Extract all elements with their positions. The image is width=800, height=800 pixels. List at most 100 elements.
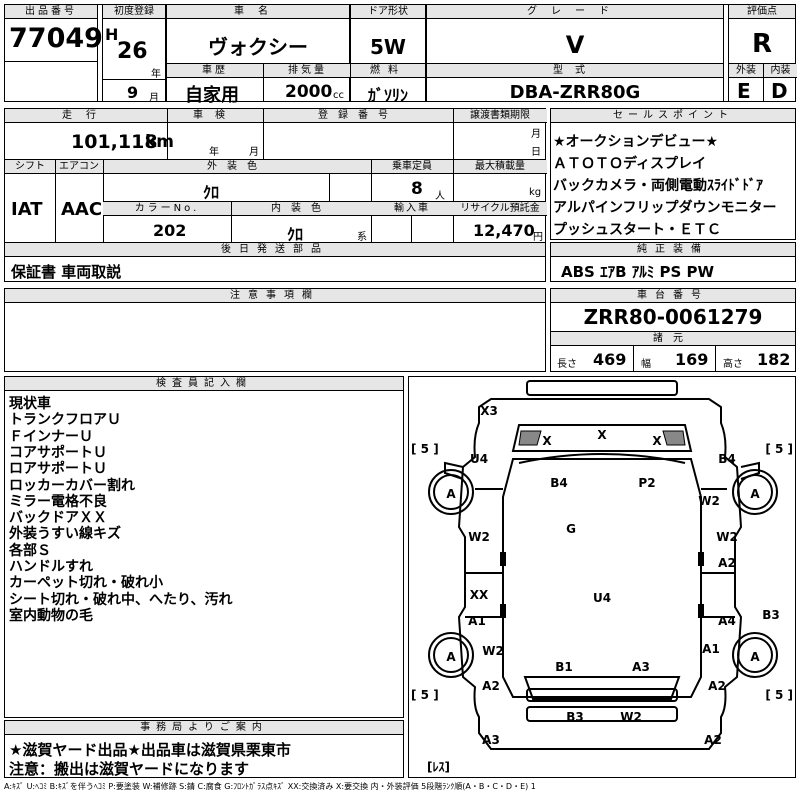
first-reg-month: 9: [127, 83, 139, 102]
equipment-box: 純正装備 ABS ｴｱB ｱﾙﾐ PS PW: [550, 242, 796, 282]
damage-label: W2: [698, 494, 720, 508]
interior-label: 内装: [763, 64, 797, 78]
transfer-day: 日: [531, 147, 541, 158]
damage-label: A: [446, 487, 456, 501]
displacement: 2000: [285, 82, 333, 102]
lot-no-label: 出品番号: [5, 5, 97, 19]
ext-color-label: 外装色: [103, 160, 371, 174]
damage-label: A2: [482, 679, 500, 693]
damage-label: W2: [716, 530, 738, 544]
int-color: ｸﾛ: [287, 225, 304, 244]
damage-label: A3: [482, 733, 500, 747]
inspector-item: 現状車: [9, 396, 51, 412]
capacity: 8: [411, 179, 423, 199]
inspector-item: 各部Ｓ: [9, 542, 51, 559]
damage-label: XX: [470, 588, 489, 602]
damage-label: X3: [480, 404, 498, 418]
transfer-month: 月: [531, 129, 541, 140]
history-label: 車歴: [167, 64, 263, 78]
exterior-label: 外装: [729, 64, 763, 78]
legend: A:ｷｽﾞ U:ﾍｺﾐ B:ｷｽﾞを伴うﾍｺﾐ P:要塗装 W:補修跡 S:錆 …: [4, 782, 536, 791]
inspector-item: 外装うすい線キズ: [9, 526, 121, 543]
fuel: ｶﾞｿﾘﾝ: [367, 86, 408, 105]
details-box: 走行 車検 登録番号 譲渡書類期限 101,118 km 年 月 月 日 シフト…: [4, 108, 547, 282]
inspector-item: シート切れ・破れ中、へたり、汚れ: [9, 591, 233, 608]
tire-depth-label: [ 5 ]: [411, 688, 439, 702]
grade-cell: グレード V 型式 DBA-ZRR80G: [426, 4, 724, 103]
damage-label: B1: [555, 660, 573, 674]
inspector-item: 室内動物の毛: [9, 607, 93, 624]
damage-label: A4: [718, 614, 736, 628]
equipment: ABS ｴｱB ｱﾙﾐ PS PW: [561, 263, 715, 281]
first-reg-label: 初度登録: [103, 5, 165, 19]
sales-point-item: ★オークションデビュー★: [553, 134, 719, 150]
damage-label: W2: [620, 710, 642, 724]
reg-no-label: 登録番号: [263, 109, 453, 123]
inspector-box: 検査員記入欄 現状車 トランクフロアＵ ＦインナーＵ コアサポートＵ ロアサポー…: [4, 376, 404, 718]
tire-depth-label: [ 5 ]: [765, 688, 793, 702]
max-load-label: 最大積載量: [453, 160, 547, 174]
damage-label: X: [652, 434, 662, 448]
displacement-label: 排気量: [263, 64, 351, 78]
displacement-unit: cc: [333, 90, 344, 101]
tire-depth-label: [ 5 ]: [411, 442, 439, 456]
damage-label: A: [750, 650, 760, 664]
interior-score: D: [771, 79, 788, 103]
mileage-label: 走行: [5, 109, 167, 123]
width: 169: [675, 350, 709, 369]
sales-points-label: セールスポイント: [551, 109, 795, 123]
ac-label: エアコン: [55, 160, 103, 174]
car-name-label: 車名: [167, 5, 349, 19]
length-label: 長さ: [557, 359, 577, 370]
office-box: 事務局よりご案内 ★滋賀ヤード出品★出品車は滋賀県栗東市 注意：搬出は滋賀ヤード…: [4, 720, 404, 778]
length: 469: [593, 350, 627, 369]
car-name-cell: 車名 ヴォクシー 車歴 排気量 自家用 2000 cc: [166, 4, 351, 106]
chassis-box: 車台番号 ZRR80-0061279 諸元 長さ 469 幅 169 高さ 18…: [550, 288, 796, 372]
damage-label: A: [446, 650, 456, 664]
damage-label: W2: [482, 644, 504, 658]
capacity-unit: 人: [435, 191, 445, 202]
height: 182: [757, 350, 791, 369]
recycle-label: リサイクル預託金: [453, 202, 547, 216]
damage-label: P2: [638, 476, 655, 490]
sales-points-box: セールスポイント ★オークションデビュー★ ＡＴＯＴＯディスプレイ バックカメラ…: [550, 108, 796, 240]
inspector-item: コアサポートＵ: [9, 444, 107, 461]
sales-point-item: ＡＴＯＴＯディスプレイ: [553, 156, 707, 172]
spare-tire-label: [ﾚｽ]: [427, 760, 450, 774]
history: 自家用: [185, 85, 239, 106]
damage-label: A1: [702, 642, 720, 656]
inspection-month-unit: 月: [249, 147, 259, 158]
max-load-unit: kg: [529, 187, 542, 198]
lot-no-cell: 出品番号 77049: [4, 4, 103, 102]
equipment-label: 純正装備: [551, 243, 795, 257]
chassis-no: ZRR80-0061279: [583, 305, 763, 329]
damage-label: U4: [470, 452, 488, 466]
door-cell: ドア形状 5W 燃料 ｶﾞｿﾘﾝ: [350, 4, 426, 105]
inspector-label: 検査員記入欄: [5, 377, 403, 391]
door-type: 5W: [370, 35, 406, 59]
year-unit: 年: [151, 69, 161, 80]
first-reg-year: 26: [117, 39, 148, 64]
score-label: 評価点: [729, 5, 795, 19]
ext-color: ｸﾛ: [203, 183, 220, 202]
door-label: ドア形状: [351, 5, 425, 19]
month-unit: 月: [149, 93, 159, 104]
inspector-item: カーペット切れ・破れ小: [9, 575, 163, 592]
damage-label: B3: [762, 608, 780, 622]
color-no-label: カラーNo.: [103, 202, 231, 216]
later-parts-label: 後日発送部品: [5, 243, 545, 257]
dims-label: 諸元: [551, 332, 795, 346]
office-label: 事務局よりご案内: [5, 721, 403, 735]
grade: V: [565, 31, 585, 59]
damage-label: B4: [718, 452, 736, 466]
color-no: 202: [153, 221, 187, 240]
damage-label: A1: [468, 614, 486, 628]
notes-box: 注意事項欄: [4, 288, 546, 372]
height-label: 高さ: [723, 359, 743, 370]
mileage: 101,118: [71, 131, 158, 153]
damage-label: X: [597, 428, 607, 442]
transfer-label: 譲渡書類期限: [453, 109, 547, 123]
first-reg-cell: 初度登録 H 26 年 9 月: [102, 4, 166, 104]
